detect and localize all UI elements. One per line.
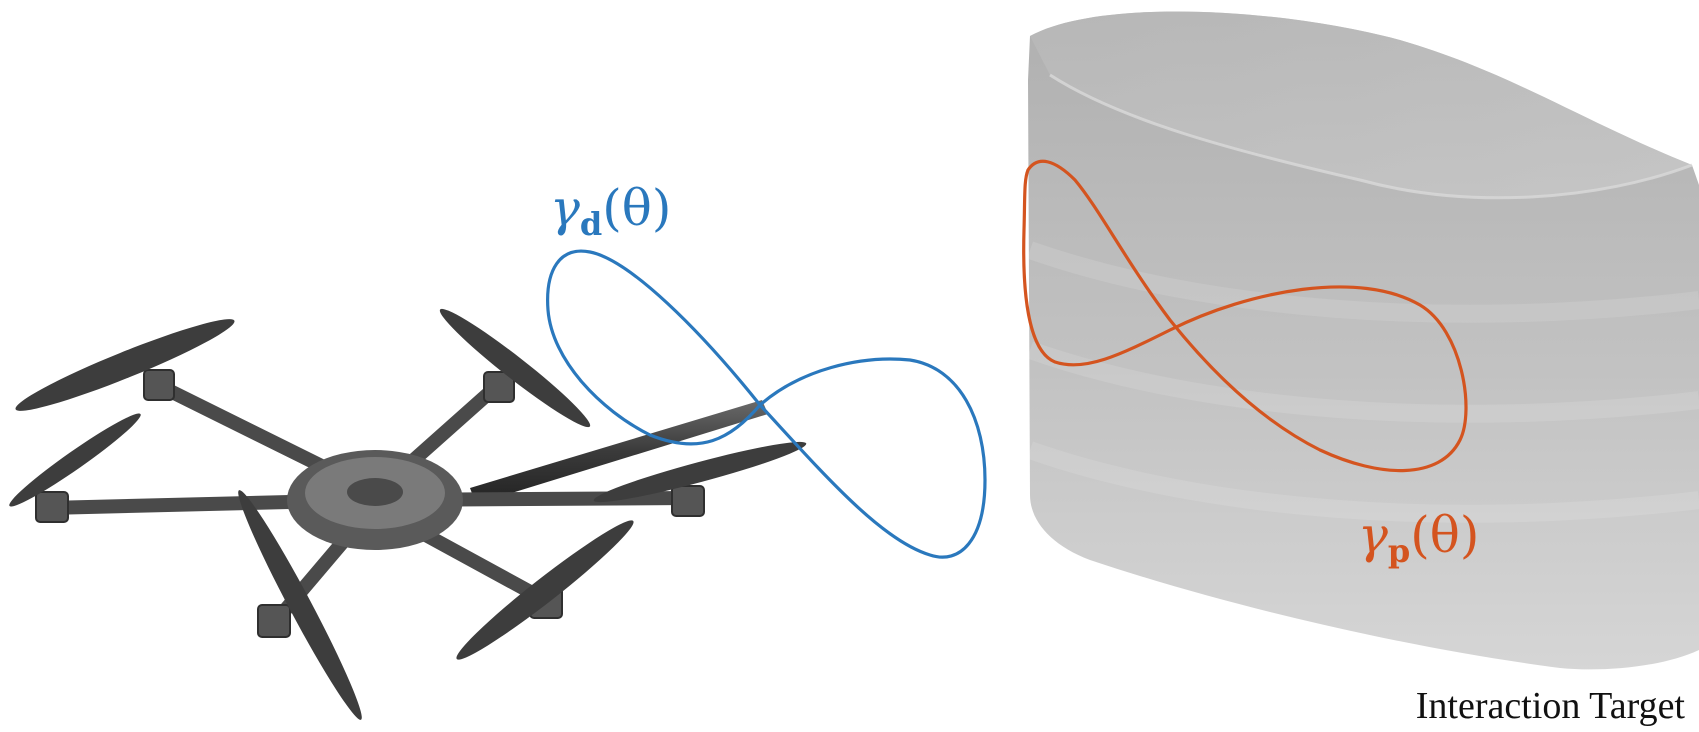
target-top-rim — [1030, 11, 1692, 198]
gamma-p-symbol: γ — [1358, 506, 1388, 564]
target-bands — [1027, 241, 1699, 523]
interaction-target-label: Interaction Target — [1416, 685, 1686, 727]
drone-front-boom — [470, 400, 768, 504]
gamma-p-subscript: p — [1388, 532, 1410, 570]
gamma-p-label: γp(θ) — [1358, 506, 1479, 570]
drone-propellers — [9, 308, 807, 720]
target-rim-edge — [1049, 73, 1693, 200]
desired-curve — [546, 249, 987, 559]
interaction-target — [1027, 11, 1699, 670]
hexacopter-icon — [9, 308, 807, 720]
gamma-d-argument: (θ) — [602, 179, 671, 237]
gamma-d-subscript: d — [580, 205, 602, 243]
projected-curve — [1022, 159, 1468, 473]
gamma-d-symbol: γ — [550, 179, 580, 237]
gamma-p-argument: (θ) — [1410, 506, 1479, 564]
gamma-d-label: γd(θ) — [550, 179, 671, 243]
